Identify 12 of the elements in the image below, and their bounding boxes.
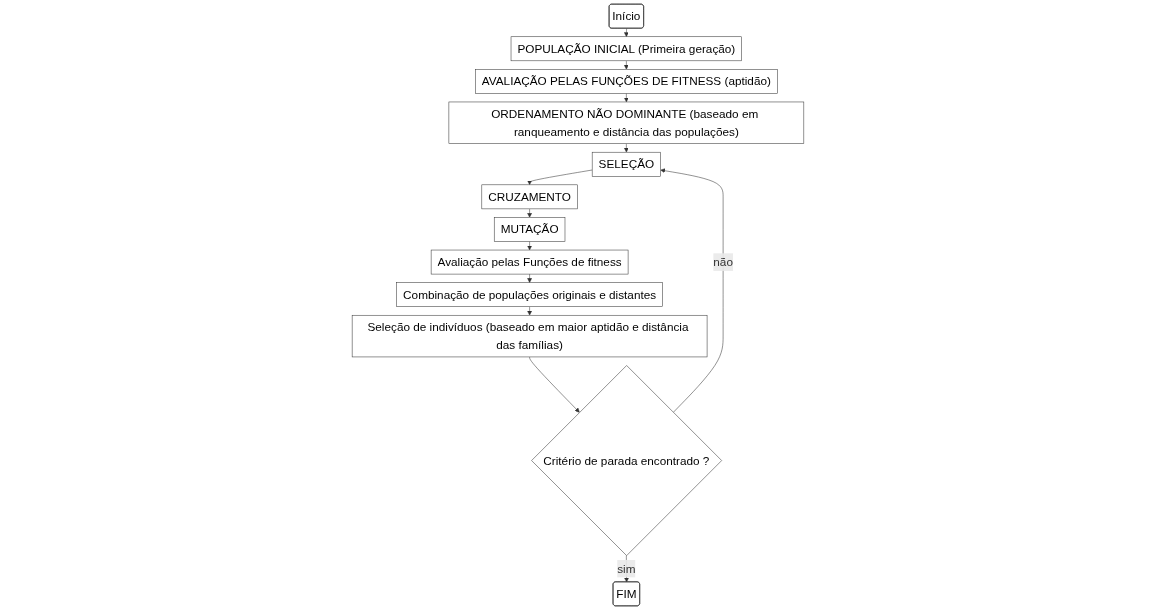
node-box: Avaliação pelas Funções de fitness (430, 249, 628, 275)
node-box: AVALIAÇÃO PELAS FUNÇÕES DE FITNESS (aptidão) (474, 69, 778, 94)
node-diamond: Critério de parada encontrado ? (530, 365, 722, 556)
node-box: MUTAÇÃO (493, 217, 565, 242)
node-box: Seleção de indivíduos (baseado em maior aptidão e distância das famílias) (351, 315, 707, 358)
node-box: Combinação de populações originais e distantes (395, 282, 663, 307)
node-box: POPULAÇÃO INICIAL (Primeira geração) (510, 36, 742, 62)
edge-label: não (712, 255, 733, 269)
node-box: ORDENAMENTO NÃO DOMINANTE (baseado em ranqueamento e distância das populações) (448, 101, 804, 144)
edge-label: sim (616, 562, 636, 576)
node-box: CRUZAMENTO (481, 184, 578, 210)
node-box: SELEÇÃO (591, 151, 661, 177)
